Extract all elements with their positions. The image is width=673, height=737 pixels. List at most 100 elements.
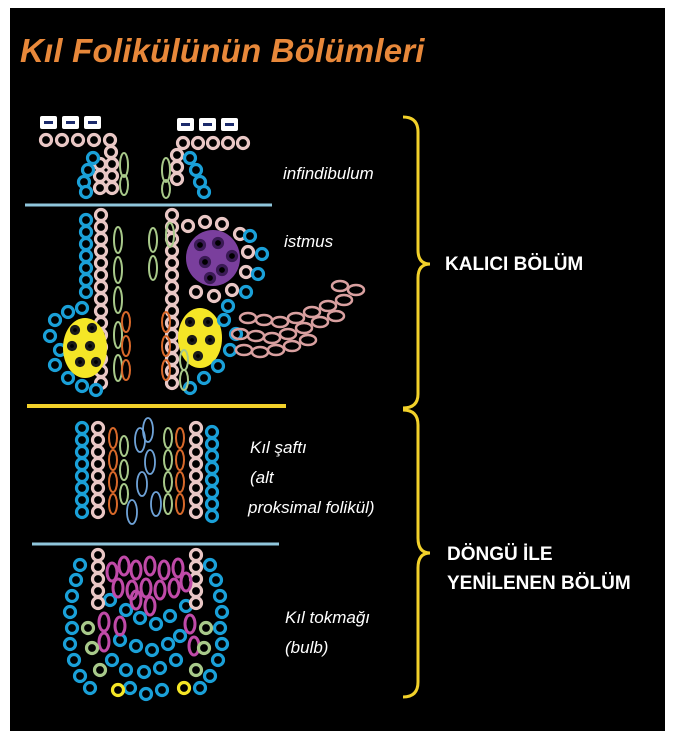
elongated-cell	[109, 494, 117, 514]
cell	[93, 562, 104, 573]
cell	[167, 318, 178, 329]
matrix-cell	[145, 597, 155, 615]
corneocyte-nucleus	[203, 123, 212, 126]
cell	[83, 623, 94, 634]
cell	[65, 607, 76, 618]
cell	[93, 471, 104, 482]
section-label-cycling-2: YENİLENEN BÖLÜM	[447, 571, 631, 597]
label-hair-shaft-2: (alt	[250, 466, 274, 489]
cell	[77, 381, 88, 392]
matrix-cell	[185, 615, 195, 633]
cell	[253, 269, 264, 280]
cell	[227, 285, 238, 296]
cell	[93, 459, 104, 470]
cell	[121, 665, 132, 676]
cell	[96, 294, 107, 305]
sebaceous-cell	[336, 295, 352, 305]
cell	[77, 495, 88, 506]
yellow-cell	[189, 337, 196, 344]
yellow-cell	[205, 319, 212, 326]
section-label-permanent: KALICI BÖLÜM	[445, 252, 583, 278]
cell	[105, 135, 116, 146]
cell	[167, 270, 178, 281]
cell	[207, 427, 218, 438]
cell	[185, 153, 196, 164]
cell	[191, 586, 202, 597]
matrix-cell	[113, 579, 123, 597]
cell	[91, 385, 102, 396]
matrix-cell	[169, 579, 179, 597]
sebaceous-cell	[296, 323, 312, 333]
elongated-cell	[120, 460, 128, 480]
cell	[215, 623, 226, 634]
matrix-cell	[99, 613, 109, 631]
cell	[217, 607, 228, 618]
yellow-cell	[207, 337, 214, 344]
sebaceous-cell	[268, 345, 284, 355]
cell	[93, 550, 104, 561]
cell	[45, 331, 56, 342]
purple-cell	[206, 274, 215, 283]
matrix-cell	[141, 579, 151, 597]
elongated-cell	[114, 257, 122, 283]
cell	[75, 671, 86, 682]
cell	[179, 683, 190, 694]
cell	[75, 560, 86, 571]
cell	[213, 361, 224, 372]
elongated-cell	[176, 428, 184, 448]
cell	[225, 345, 236, 356]
cell	[65, 639, 76, 650]
yellow-cell	[93, 359, 100, 366]
purple-cell	[218, 266, 227, 275]
cell	[201, 623, 212, 634]
cell	[172, 150, 183, 161]
sebaceous-cell	[300, 335, 316, 345]
elongated-cell	[109, 450, 117, 470]
cell	[113, 685, 124, 696]
cell	[93, 447, 104, 458]
cell	[73, 135, 84, 146]
cell	[93, 435, 104, 446]
cell	[95, 183, 106, 194]
matrix-cell	[131, 561, 141, 579]
cell	[191, 471, 202, 482]
yellow-cell	[187, 319, 194, 326]
cell	[157, 685, 168, 696]
sebaceous-cell	[272, 317, 288, 327]
matrix-cell	[99, 633, 109, 651]
cell	[81, 215, 92, 226]
cell	[147, 645, 158, 656]
cell	[207, 463, 218, 474]
purple-cell	[201, 258, 210, 267]
yellow-cell	[195, 353, 202, 360]
corneocyte-nucleus	[44, 121, 53, 124]
cell	[209, 291, 220, 302]
cell	[207, 499, 218, 510]
cell	[207, 451, 218, 462]
cell	[191, 459, 202, 470]
cell	[175, 631, 186, 642]
cell	[241, 287, 252, 298]
cell	[211, 575, 222, 586]
sebaceous-cell	[304, 307, 320, 317]
hair-shaft-cell	[127, 500, 137, 524]
elongated-cell	[122, 360, 130, 380]
cell	[107, 183, 118, 194]
cell	[207, 487, 218, 498]
cell	[85, 683, 96, 694]
elongated-cell	[109, 428, 117, 448]
sebaceous-cell	[280, 329, 296, 339]
cell	[69, 655, 80, 666]
cell	[131, 641, 142, 652]
sebaceous-cell	[240, 313, 256, 323]
elongated-cell	[149, 228, 157, 252]
cell	[77, 303, 88, 314]
cell	[191, 562, 202, 573]
cell	[191, 423, 202, 434]
brace-cycling-section	[403, 410, 430, 697]
cell	[93, 598, 104, 609]
brace-permanent-section	[403, 117, 430, 408]
elongated-cell	[114, 322, 122, 348]
elongated-cell	[114, 287, 122, 313]
sebaceous-cell	[312, 317, 328, 327]
